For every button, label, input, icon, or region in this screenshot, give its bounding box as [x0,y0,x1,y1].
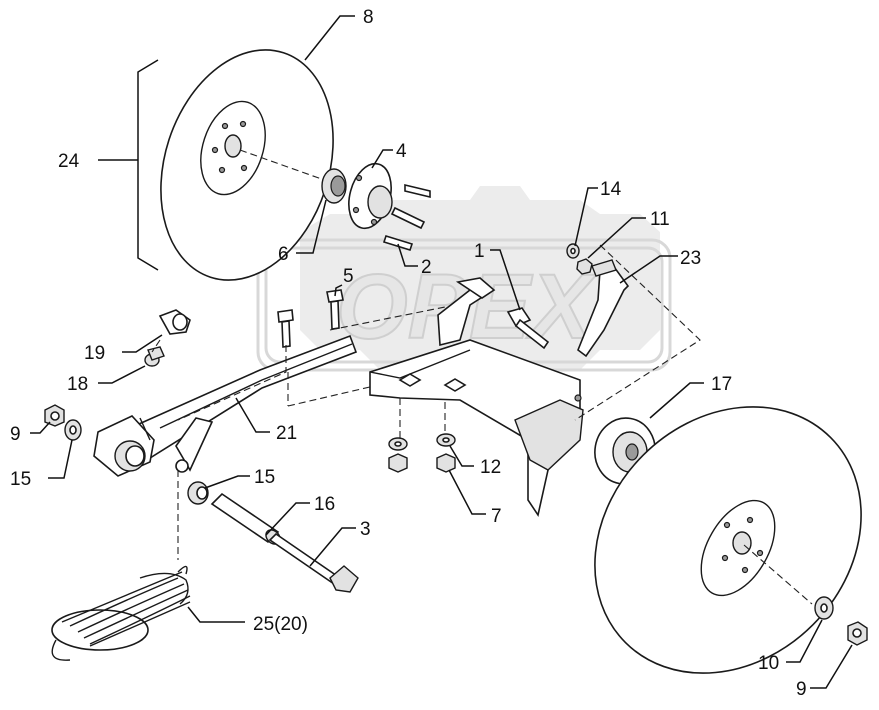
label-8: 8 [363,7,374,28]
label-5: 5 [343,266,354,287]
part-labels: 8 24 4 6 2 5 1 14 11 23 17 19 18 9 15 21… [10,7,807,700]
cap-19 [158,309,191,335]
label-2: 2 [421,257,432,278]
label-9-left: 9 [10,424,21,445]
hub-bolts [382,183,431,251]
label-1: 1 [474,241,485,262]
disc-right [594,406,862,674]
label-21: 21 [276,423,297,444]
bolt-1 [506,307,550,350]
hub [348,162,393,230]
grease-nipple-18 [144,346,165,367]
washer-14 [566,243,580,259]
label-23: 23 [680,248,701,269]
nut-right [847,621,868,646]
washer-12-right [436,433,456,447]
nut-7-left [388,453,408,473]
label-15: 15 [254,467,275,488]
bearing [321,168,347,204]
label-12: 12 [480,457,501,478]
label-18: 18 [67,374,88,395]
nut-11 [576,258,593,275]
leader-lines [30,15,853,689]
washer-left [64,419,82,441]
nut-7-right [436,453,456,473]
label-4: 4 [396,141,407,162]
label-19: 19 [84,343,105,364]
mount-bracket [369,277,584,518]
bushing-15 [187,481,209,505]
label-7: 7 [491,506,502,527]
disc-assembly-bracket [98,59,159,271]
label-25: 25(20) [253,614,308,635]
label-3: 3 [360,519,371,540]
label-24: 24 [58,151,80,172]
arm [93,334,358,477]
bolt-3 [268,532,359,593]
washer-right [814,596,834,620]
scraper [577,259,630,358]
label-6: 6 [278,244,289,265]
washer-12-left [388,437,408,451]
arm-bolt [277,309,294,348]
label-15-left: 15 [10,469,31,490]
label-17: 17 [711,374,732,395]
label-16: 16 [314,494,335,515]
nut-left [44,404,65,427]
spring [51,565,191,661]
label-10: 10 [758,653,779,674]
label-9-right: 9 [796,679,807,700]
label-11: 11 [650,209,670,230]
label-14: 14 [600,179,622,200]
